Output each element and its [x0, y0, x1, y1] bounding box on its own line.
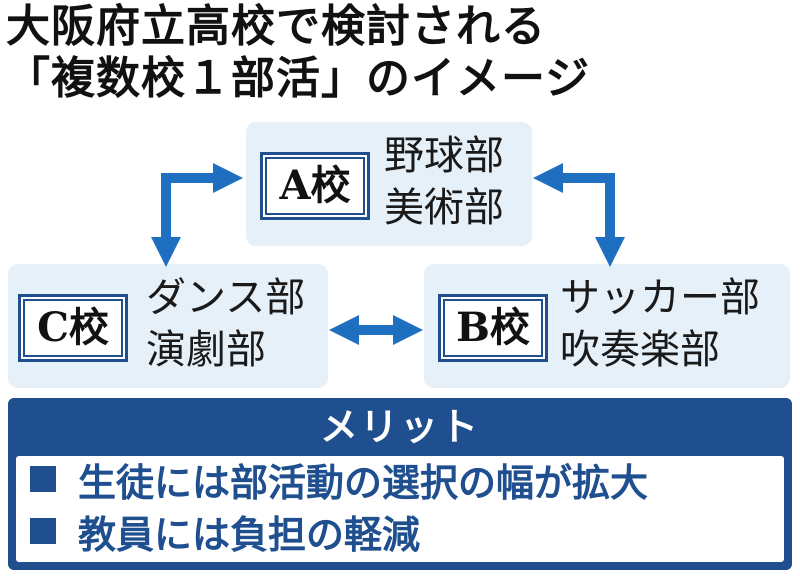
- school-b-node: B校 サッカー部 吹奏楽部: [424, 264, 790, 388]
- club-item: 吹奏楽部: [560, 327, 720, 373]
- square-bullet-icon: [30, 466, 56, 492]
- arrow-a-b: [533, 163, 625, 267]
- school-c-node: C校 ダンス部 演劇部: [8, 264, 328, 388]
- merit-item: 教員には負担の軽減: [30, 510, 420, 560]
- diagram-title-line-1: 大阪府立高校で検討される: [6, 1, 546, 52]
- merit-text: 生徒には部活動の選択の幅が拡大: [78, 461, 649, 505]
- club-item: 美術部: [384, 185, 504, 231]
- school-a-label: A校: [260, 152, 370, 220]
- school-c-clubs: ダンス部 演劇部: [146, 272, 305, 376]
- merit-body: 生徒には部活動の選択の幅が拡大 教員には負担の軽減: [16, 456, 784, 562]
- merit-text: 教員には負担の軽減: [78, 513, 421, 557]
- school-b-label: B校: [438, 294, 548, 362]
- diagram-title-line-2: 「複数校１部活」のイメージ: [6, 53, 591, 104]
- square-bullet-icon: [30, 518, 56, 544]
- school-a-clubs: 野球部 美術部: [384, 130, 504, 234]
- school-c-label: C校: [18, 294, 128, 362]
- club-item: 演劇部: [146, 327, 266, 373]
- school-b-clubs: サッカー部 吹奏楽部: [560, 272, 760, 376]
- merit-item: 生徒には部活動の選択の幅が拡大: [30, 458, 648, 508]
- club-item: サッカー部: [560, 275, 760, 321]
- club-item: ダンス部: [146, 275, 306, 321]
- merit-panel: メリット 生徒には部活動の選択の幅が拡大 教員には負担の軽減: [8, 398, 792, 570]
- club-item: 野球部: [384, 133, 504, 179]
- school-a-node: A校 野球部 美術部: [246, 122, 532, 246]
- merit-heading: メリット: [319, 405, 480, 449]
- arrow-a-c: [151, 163, 243, 267]
